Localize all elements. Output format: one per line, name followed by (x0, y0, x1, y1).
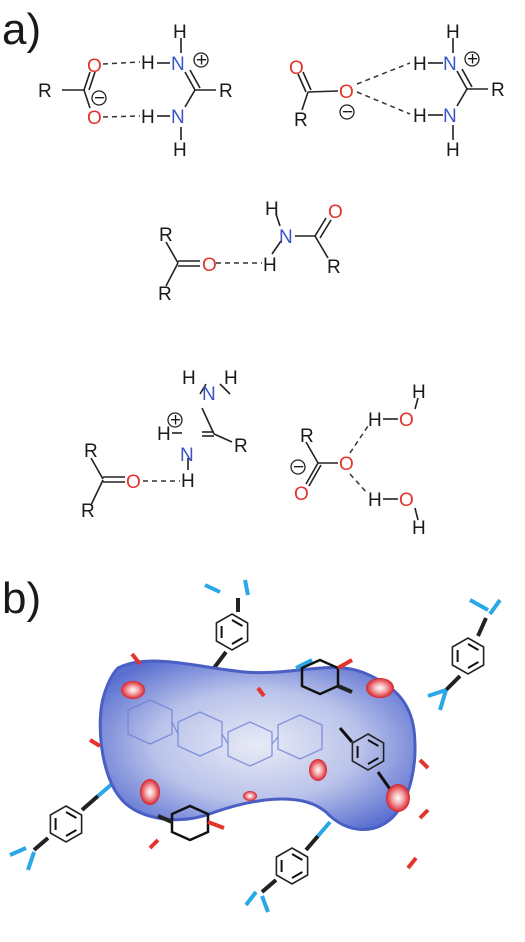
motif-carboxylate-amidinium-bifurcated: O O − R H H N N H H + R (289, 22, 505, 161)
atom-R: R (234, 436, 248, 457)
atom-O: O (289, 58, 304, 79)
atom-R: R (327, 257, 341, 278)
atom-N: N (279, 227, 293, 248)
atom-N: N (443, 54, 457, 75)
charge-plus: + (467, 49, 478, 70)
atom-N: N (171, 54, 185, 75)
atom-H: H (412, 382, 426, 403)
atom-O: O (339, 454, 354, 475)
atom-O: O (399, 490, 414, 511)
atom-H: H (173, 22, 187, 43)
atom-O: O (328, 202, 343, 223)
atom-H: H (224, 368, 238, 389)
atom-H: H (141, 107, 155, 128)
atom-H: H (173, 140, 187, 161)
atom-H: H (265, 199, 279, 220)
panel-a-label: a) (2, 5, 41, 54)
atom-H: H (181, 471, 195, 492)
atom-H: H (157, 424, 171, 445)
motif-carbonyl-amidinium: R R O H N H + N H H R (81, 368, 248, 522)
atom-R: R (158, 284, 172, 305)
atom-R: R (294, 110, 308, 131)
atom-R: R (159, 225, 173, 246)
motif-carboxylate-water: R − O O H H O O H H (290, 382, 426, 539)
ligand-right (427, 598, 502, 711)
atom-R: R (84, 441, 98, 462)
atom-H: H (446, 140, 460, 161)
atom-H: H (413, 106, 427, 127)
charge-plus: + (170, 410, 181, 431)
atom-H: H (368, 410, 382, 431)
atom-N: N (171, 107, 185, 128)
motif-carboxylate-amidinium-bidentate: R O O − H H N N H H + R (38, 22, 233, 161)
atom-N: N (202, 384, 216, 405)
atom-N: N (180, 445, 194, 466)
atom-O: O (294, 484, 309, 505)
atom-H: H (368, 490, 382, 511)
charge-minus: − (94, 88, 105, 109)
ligand-bottom-center (244, 820, 332, 913)
atom-H: H (182, 368, 196, 389)
atom-H: H (413, 54, 427, 75)
motif-carbonyl-amide: R R O H N H O R (158, 199, 343, 305)
fragment-bottom-center (157, 804, 225, 842)
atom-H: H (412, 518, 426, 539)
atom-O: O (87, 56, 102, 77)
atom-H: H (263, 255, 277, 276)
hirshfeld-surface-image (9, 579, 502, 913)
atom-O: O (339, 82, 354, 103)
atom-O: O (399, 410, 414, 431)
atom-R: R (300, 426, 314, 447)
atom-N: N (443, 106, 457, 127)
atom-H: H (141, 53, 155, 74)
ligand-bottom-left (9, 782, 114, 871)
atom-R: R (81, 501, 95, 522)
atom-H: H (446, 22, 460, 43)
atom-R: R (38, 81, 52, 102)
hirshfeld-surface (98, 659, 417, 831)
charge-minus: − (342, 102, 353, 123)
atom-O: O (126, 472, 141, 493)
atom-O: O (202, 255, 217, 276)
atom-R: R (219, 81, 233, 102)
charge-minus: − (293, 457, 304, 478)
fragment-top-center (295, 658, 353, 696)
atom-R: R (491, 80, 505, 101)
charge-plus: + (196, 50, 207, 71)
panel-b-label: b) (2, 574, 41, 623)
atom-O: O (87, 108, 102, 129)
